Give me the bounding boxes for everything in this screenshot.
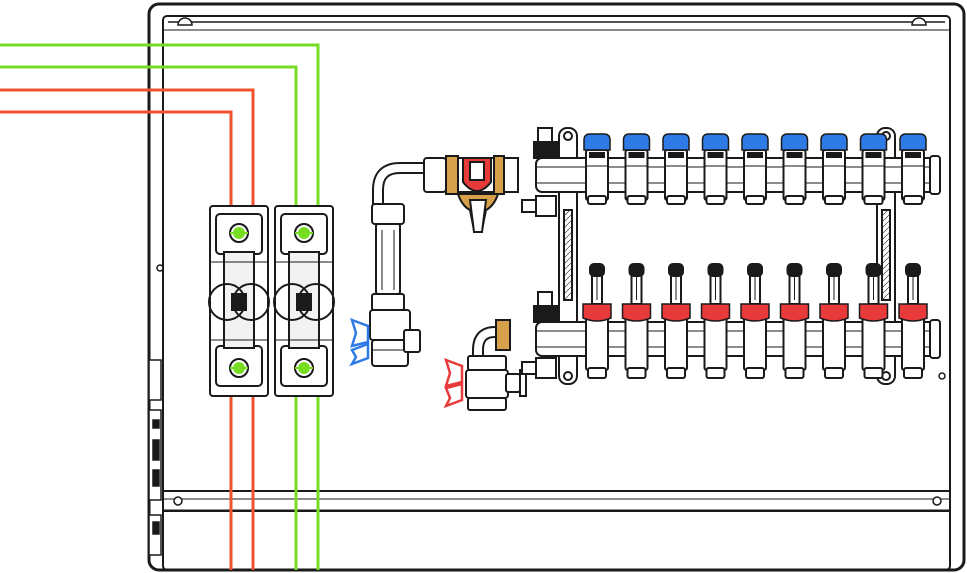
unit-valve-icon[interactable] [229, 358, 249, 378]
red-flow-meter-cap-icon[interactable] [700, 303, 731, 322]
hot-pipe-inner [0, 110, 233, 570]
return-outlet [664, 263, 688, 379]
return-outlet [624, 263, 649, 379]
return-riser [465, 319, 527, 411]
return-outlet [822, 263, 846, 379]
unit-valve-icon[interactable] [294, 223, 314, 243]
pump-mixing-unit-icon [273, 205, 335, 397]
air-vent-icon [521, 127, 559, 379]
blue-valve-cap-icon[interactable] [820, 133, 848, 158]
mixing-units [208, 205, 335, 397]
supply-outlet [585, 149, 609, 205]
red-flow-meter-cap-icon[interactable] [582, 303, 612, 322]
red-flow-meter-cap-icon[interactable] [779, 303, 810, 322]
pump-mixing-unit-icon [208, 205, 270, 397]
cabinet-frame [147, 2, 966, 572]
supply-outlet [703, 149, 728, 205]
cold-pipe-inner [0, 65, 298, 570]
blue-valve-cap-icon[interactable] [701, 133, 730, 158]
blue-butterfly-handle-icon[interactable] [349, 317, 370, 367]
red-flow-meter-cap-icon[interactable] [661, 303, 691, 322]
supply-outlet [624, 149, 649, 205]
blue-valve-cap-icon[interactable] [899, 133, 927, 158]
red-flow-meter-cap-icon[interactable] [898, 303, 928, 322]
cabinet-inner-panel [162, 15, 951, 571]
unit-valve-icon[interactable] [294, 358, 314, 378]
hot-pipe-outer [0, 88, 255, 570]
blue-valve-cap-icon[interactable] [622, 133, 651, 158]
red-flow-meter-cap-icon[interactable] [621, 303, 652, 322]
supply-outlet [782, 149, 807, 205]
supply-riser [369, 162, 430, 367]
manifold [521, 127, 941, 385]
return-outlet [861, 263, 886, 379]
mounting-screws [156, 17, 946, 506]
red-butterfly-handle-icon[interactable] [443, 357, 464, 409]
blue-valve-cap-icon[interactable] [662, 133, 690, 158]
supply-outlet [861, 149, 886, 205]
supply-outlet [664, 149, 688, 205]
blue-valve-cap-icon[interactable] [859, 133, 888, 158]
supply-outlet [901, 149, 925, 205]
side-latch [148, 359, 162, 556]
supply-outlet [822, 149, 846, 205]
red-flow-meter-cap-icon[interactable] [740, 303, 770, 322]
unit-valve-icon[interactable] [229, 223, 249, 243]
blue-valve-cap-icon[interactable] [780, 133, 809, 158]
supply-outlet [743, 149, 767, 205]
blue-valve-cap-icon[interactable] [583, 133, 611, 158]
blue-valve-cap-icon[interactable] [741, 133, 769, 158]
bottom-rail [162, 490, 951, 512]
thermometer-red-icon [462, 157, 492, 192]
red-flow-meter-cap-icon[interactable] [819, 303, 849, 322]
return-outlet [901, 263, 925, 379]
cabinet-outer-frame [147, 2, 966, 572]
return-outlet [782, 263, 807, 379]
red-flow-meter-cap-icon[interactable] [858, 303, 889, 322]
